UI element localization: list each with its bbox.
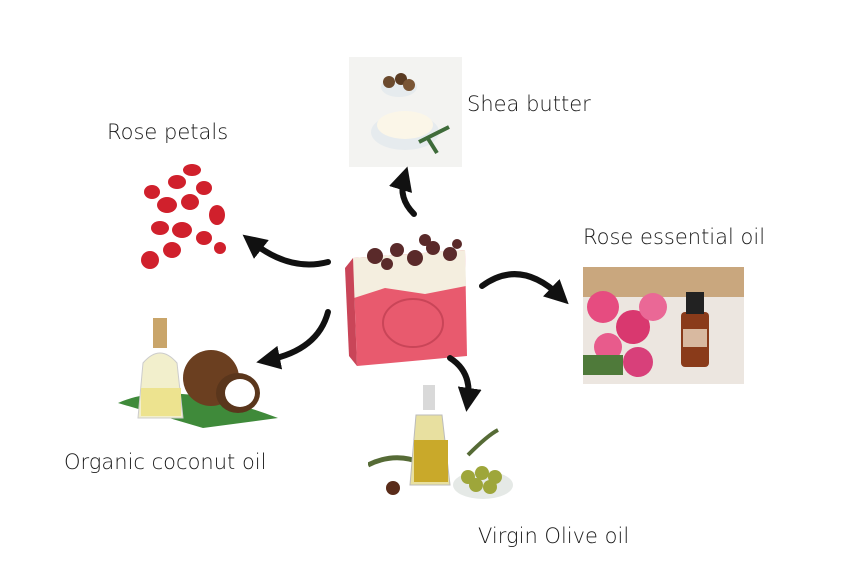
soap-bar-image [345,228,475,370]
label-virgin-olive-oil: Virgin Olive oil [478,524,630,548]
label-organic-coconut-oil: Organic coconut oil [64,450,267,474]
olive-oil-image [368,385,518,505]
arrow-to-shea-butter [389,166,417,217]
label-shea-butter: Shea butter [467,92,591,116]
label-rose-petals: Rose petals [107,120,229,144]
arrow-to-olive-oil [447,355,482,412]
shea-butter-image [349,57,462,167]
coconut-oil-image [113,318,283,433]
rose-essential-oil-image [583,267,744,384]
label-rose-essential-oil: Rose essential oil [583,225,766,249]
arrow-to-rose-petals [242,234,331,268]
rose-petals-image [132,160,232,278]
arrow-to-coconut-oil [256,309,331,370]
arrow-to-rose-essential-oil [479,271,569,305]
